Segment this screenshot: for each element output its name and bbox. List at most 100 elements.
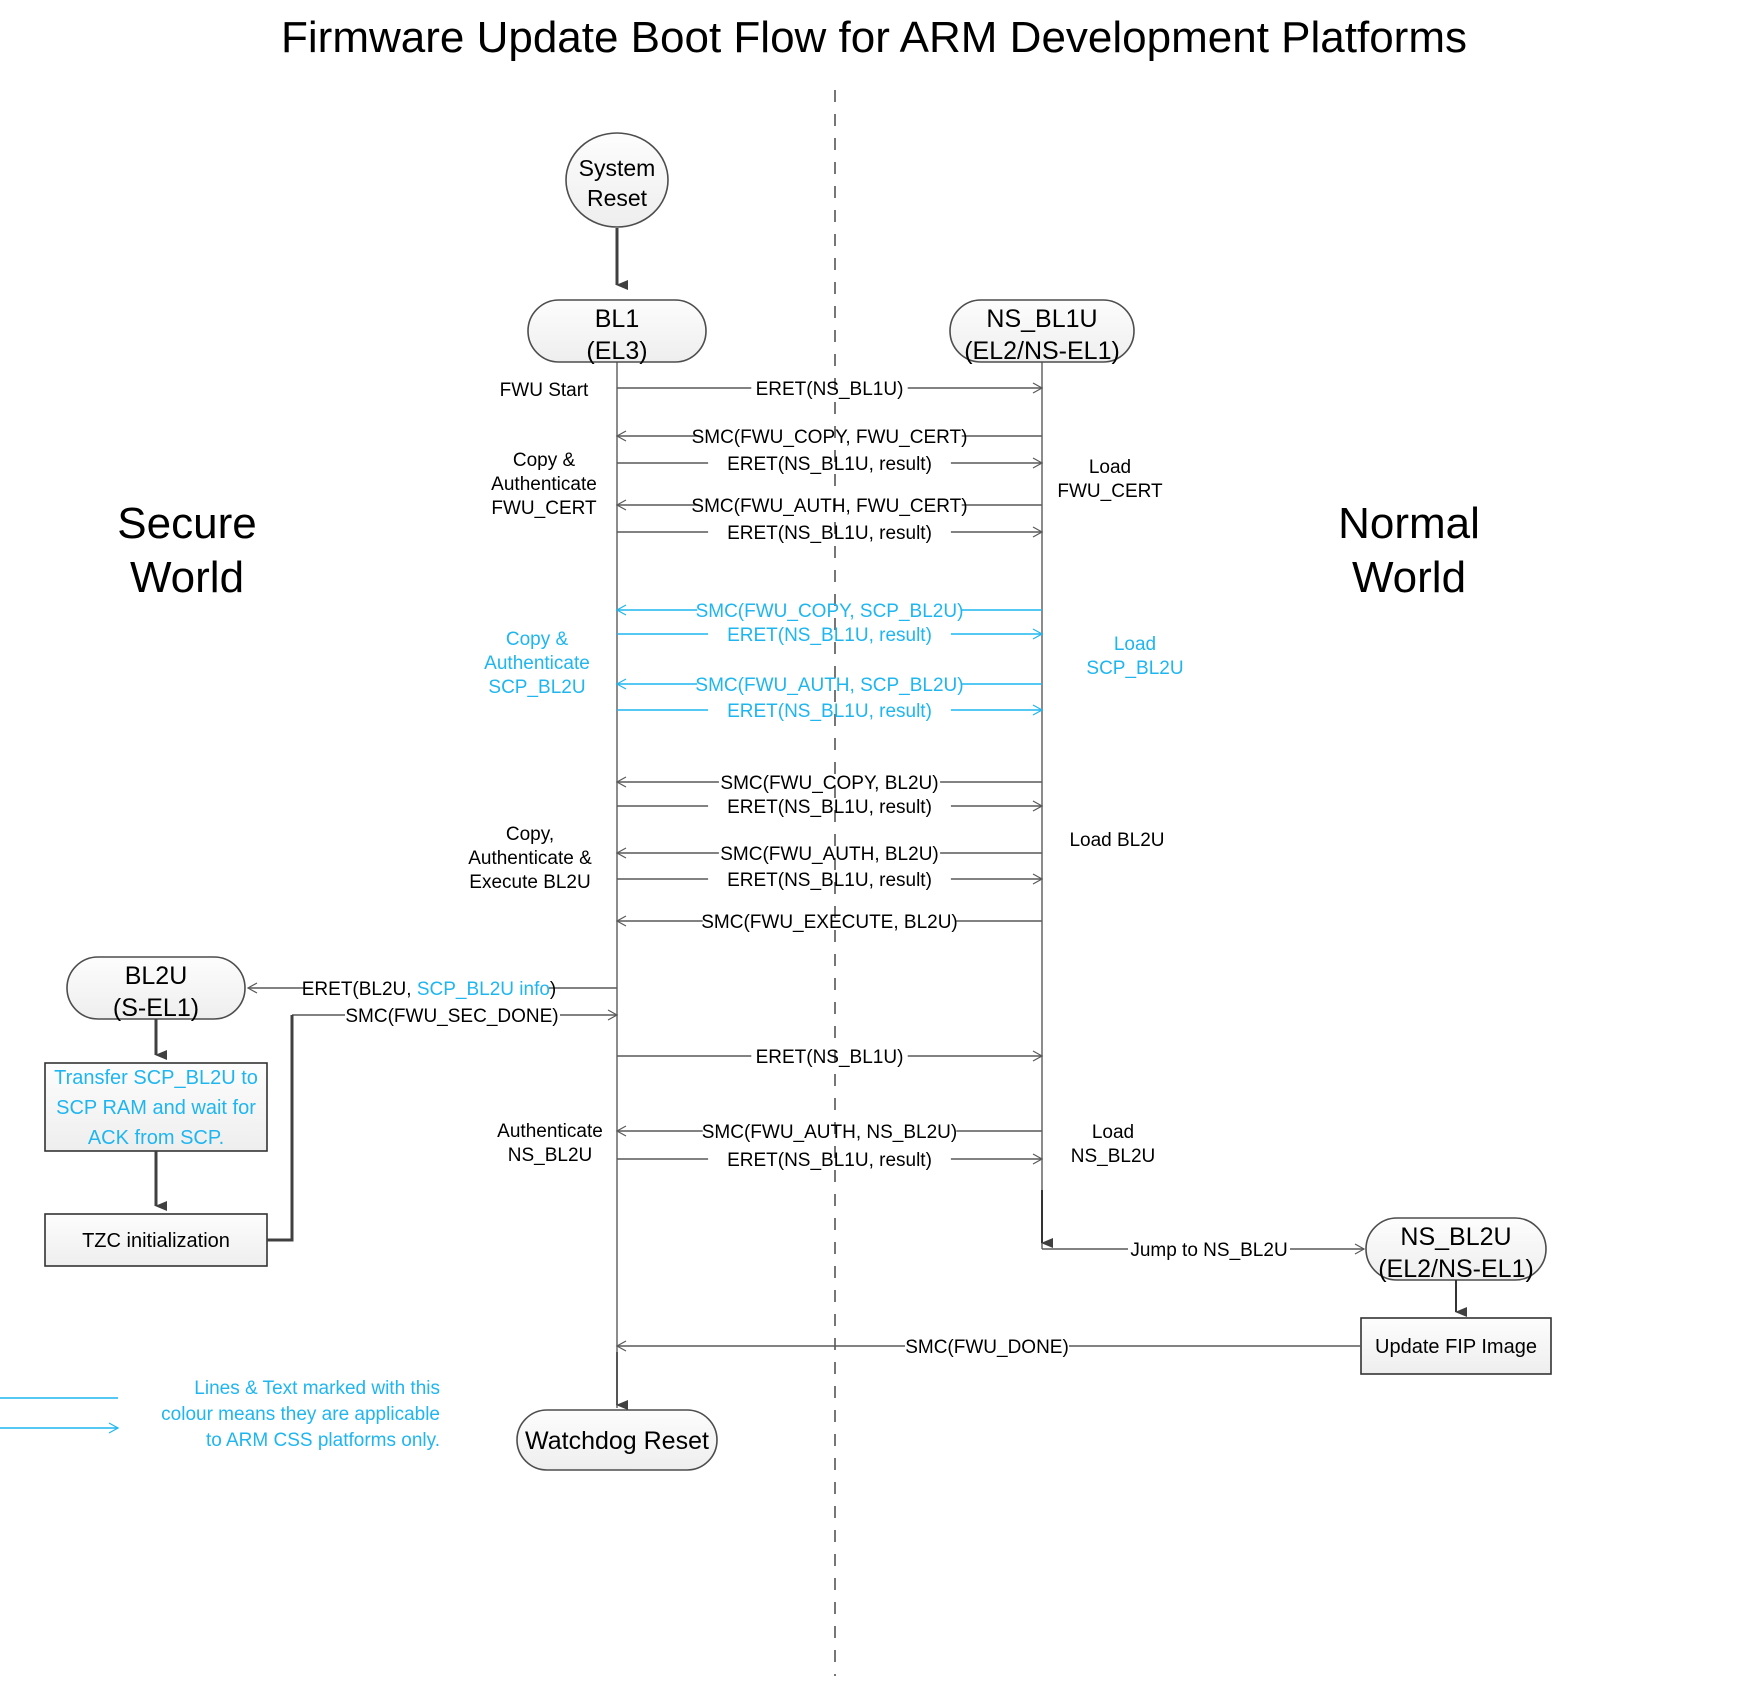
node-bl1-shape [527,299,707,363]
message-smc-sec-done-label: SMC(FWU_SEC_DONE) [345,1006,558,1027]
diagram-title: Firmware Update Boot Flow for ARM Develo… [281,13,1467,62]
annotation-a4-line2: Authenticate & [468,848,592,869]
legend: Lines & Text marked with this colour mean… [0,1378,440,1451]
annotation-r3: Load BL2U [1069,830,1164,851]
annotation-r1-line1: Load [1089,457,1131,478]
node-ns-bl2u-line2: (EL2/NS-EL1) [1378,1255,1534,1283]
message-m2-label: SMC(FWU_COPY, FWU_CERT) [692,427,968,448]
annotation-r4-line1: Load [1092,1122,1134,1143]
message-m5-label: ERET(NS_BL1U, result) [727,523,932,544]
node-ns-bl1u-shape [949,299,1135,363]
eret-bl2u-prefix: ERET(BL2U, [302,979,417,1000]
message-m3-label: ERET(NS_BL1U, result) [727,454,932,475]
message-m18: Jump to NS_BL2U [1042,1240,1366,1261]
legend-line1: Lines & Text marked with this [194,1378,440,1399]
annotation-a4: Copy,Authenticate &Execute BL2U [468,824,592,893]
message-m18-label: Jump to NS_BL2U [1130,1240,1287,1261]
annotation-a2-line1: Copy & [513,450,576,471]
message-m6-label: SMC(FWU_COPY, SCP_BL2U) [696,601,964,622]
annotation-a1-line1: FWU Start [500,380,589,401]
message-m10-label: SMC(FWU_COPY, BL2U) [720,773,938,794]
message-m7: ERET(NS_BL1U, result) [617,625,1044,646]
message-m3: ERET(NS_BL1U, result) [617,454,1044,475]
node-ns-bl1u[interactable]: NS_BL1U (EL2/NS-EL1) [949,299,1135,365]
annotation-r1-line2: FWU_CERT [1057,481,1163,502]
eret-bl2u-cyan: SCP_BL2U info [417,979,550,1000]
node-bl2u-line1: BL2U [125,962,188,990]
message-m13-label: ERET(NS_BL1U, result) [727,870,932,891]
annotation-r4-line2: NS_BL2U [1071,1146,1156,1167]
node-ns-bl1u-line1: NS_BL1U [986,305,1097,333]
annotation-r2-line1: Load [1114,634,1156,655]
node-system-reset-line2: Reset [587,185,648,211]
node-bl1-line1: BL1 [595,305,639,333]
node-transfer-scp-line2: SCP RAM and wait for [56,1097,256,1119]
message-smc-fwu-sec-done: SMC(FWU_SEC_DONE) [292,1006,619,1027]
message-m4: SMC(FWU_AUTH, FWU_CERT) [615,496,1042,517]
message-m14-label: SMC(FWU_EXECUTE, BL2U) [701,912,958,933]
node-ns-bl2u[interactable]: NS_BL2U (EL2/NS-EL1) [1365,1217,1547,1283]
node-bl2u[interactable]: BL2U (S-EL1) [66,956,246,1022]
node-transfer-scp-line1: Transfer SCP_BL2U to [54,1067,258,1089]
secure-world-line2: World [130,553,244,602]
message-m12: SMC(FWU_AUTH, BL2U) [615,844,1042,865]
message-m17-label: ERET(NS_BL1U, result) [727,1150,932,1171]
message-m9: ERET(NS_BL1U, result) [617,701,1044,722]
annotation-a1: FWU Start [500,380,589,401]
node-tzc-init[interactable]: TZC initialization [44,1213,268,1267]
annotation-a5-line1: Authenticate [497,1121,603,1142]
message-m6: SMC(FWU_COPY, SCP_BL2U) [615,601,1042,622]
annotation-a2-line2: Authenticate [491,474,597,495]
annotation-a5-line2: NS_BL2U [508,1145,593,1166]
node-transfer-scp-line3: ACK from SCP. [88,1127,224,1149]
normal-world-line1: Normal [1338,499,1480,548]
node-watchdog-reset[interactable]: Watchdog Reset [516,1409,718,1471]
annotation-a3-line2: Authenticate [484,653,590,674]
annotation-a3-line1: Copy & [506,629,569,650]
node-update-fip[interactable]: Update FIP Image [1360,1317,1552,1375]
message-m11-label: ERET(NS_BL1U, result) [727,797,932,818]
secure-world-line1: Secure [117,499,256,548]
node-ns-bl1u-line2: (EL2/NS-EL1) [964,337,1120,365]
message-m2: SMC(FWU_COPY, FWU_CERT) [615,427,1042,448]
node-ns-bl2u-line1: NS_BL2U [1400,1223,1511,1251]
annotation-r3-line1: Load BL2U [1069,830,1164,851]
message-m4-label: SMC(FWU_AUTH, FWU_CERT) [691,496,967,517]
node-update-fip-shape [1360,1317,1552,1375]
annotation-a4-line1: Copy, [506,824,554,845]
node-system-reset-shape [565,132,669,228]
message-m10: SMC(FWU_COPY, BL2U) [615,773,1042,794]
annotation-r2-line2: SCP_BL2U [1086,658,1183,679]
annotation-a2-line3: FWU_CERT [491,498,597,519]
message-m11: ERET(NS_BL1U, result) [617,797,1044,818]
node-bl1[interactable]: BL1(EL3) [527,299,707,365]
annotation-a3-line3: SCP_BL2U [488,677,585,698]
message-m5: ERET(NS_BL1U, result) [617,523,1044,544]
message-m1-label: ERET(NS_BL1U) [756,379,904,400]
message-m1: ERET(NS_BL1U) [617,379,1044,400]
node-system-reset-line1: System [579,155,656,181]
message-m12-label: SMC(FWU_AUTH, BL2U) [720,844,939,865]
message-m14: SMC(FWU_EXECUTE, BL2U) [615,912,1042,933]
node-transfer-scp[interactable]: Transfer SCP_BL2U to SCP RAM and wait for… [44,1062,268,1152]
message-m16: SMC(FWU_AUTH, NS_BL2U) [615,1122,1042,1143]
message-m8: SMC(FWU_AUTH, SCP_BL2U) [615,675,1042,696]
node-tzc-init-shape [44,1213,268,1267]
message-m19-label: SMC(FWU_DONE) [905,1337,1069,1358]
eret-bl2u-suffix: ) [550,979,556,1000]
legend-line2: colour means they are applicable [161,1404,440,1425]
normal-world-line2: World [1352,553,1466,602]
legend-line3: to ARM CSS platforms only. [206,1430,440,1451]
node-bl2u-line2: (S-EL1) [113,994,199,1022]
message-m15-label: ERET(NS_BL1U) [756,1047,904,1068]
